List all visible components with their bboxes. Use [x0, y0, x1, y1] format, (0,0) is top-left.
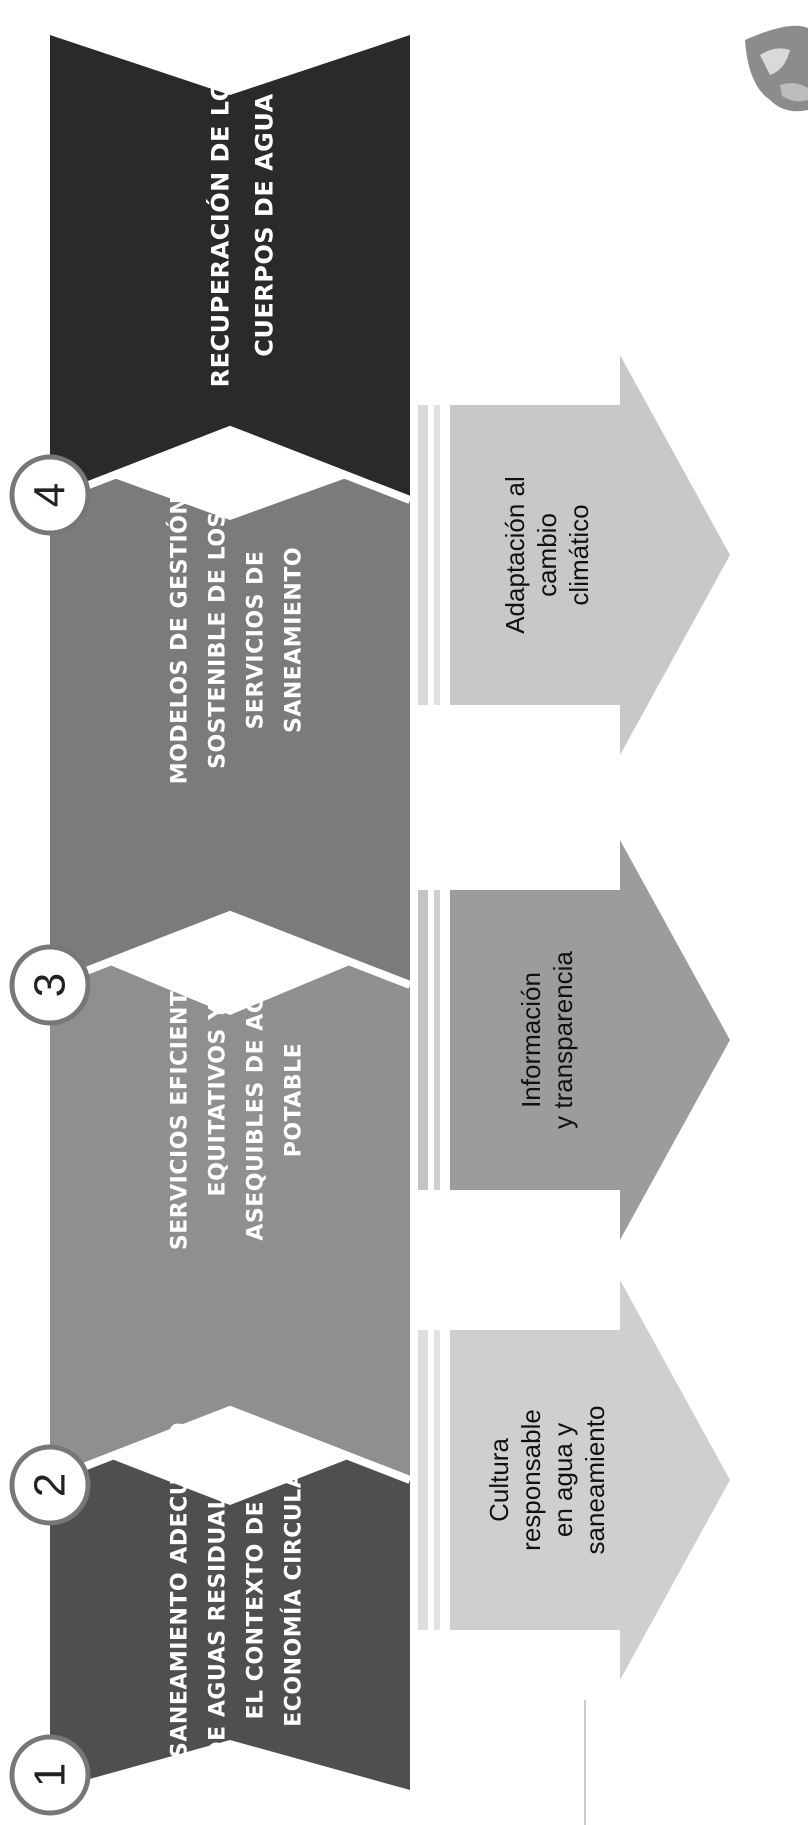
pillar-2-label: Informacióny transparencia — [516, 951, 578, 1129]
stage-number-4: 4 — [9, 454, 91, 536]
text-line: EL CONTEXTO DE LA — [243, 1461, 268, 1720]
text-line: SOSTENIBLE DE LOS — [205, 511, 230, 769]
stage-number-3: 3 — [9, 944, 91, 1026]
text-line: ASEQUIBLES DE AGUA — [243, 959, 268, 1240]
chevron-separator — [48, 1405, 412, 1484]
svg-text:2: 2 — [26, 1473, 75, 1497]
stage-2-label: SERVICIOS EFICIENTES, EQUITATIVOS Y ASEQUI… — [167, 950, 306, 1250]
text-line: CUERPOS DE AGUA — [250, 93, 278, 356]
stage-3-label: MODELOS DE GESTIÓN SOSTENIBLE DE LOS SERVI… — [166, 496, 306, 785]
text-line: ECONOMÍA CIRCULAR — [280, 1453, 306, 1727]
chevron-stage-4 — [50, 35, 410, 500]
text-line: SERVICIOS DE — [243, 551, 268, 730]
svg-text:4: 4 — [26, 483, 75, 507]
text-line: MODELOS DE GESTIÓN — [166, 496, 192, 785]
svg-text:3: 3 — [26, 973, 75, 997]
text-line: SERVICIOS EFICIENTES, — [167, 950, 192, 1250]
chevron-separator — [48, 425, 412, 504]
pillar-1-label: Culturaresponsableen agua ysaneamiento — [484, 1406, 610, 1555]
text-line: EQUITATIVOS Y — [205, 1003, 230, 1196]
stage-number-2: 2 — [9, 1444, 91, 1526]
chevron-separator — [48, 910, 412, 989]
text-line: y transparencia — [548, 951, 578, 1129]
text-line: Adaptación al — [500, 476, 530, 634]
text-line: climático — [564, 504, 594, 605]
text-line: POTABLE — [281, 1043, 306, 1157]
text-line: Cultura — [484, 1438, 514, 1522]
svg-text:1: 1 — [26, 1763, 75, 1787]
text-line: cambio — [532, 513, 562, 597]
text-line: DE AGUAS RESIDUALES EN — [205, 1420, 230, 1759]
globe-logo-fragment — [745, 25, 808, 112]
stage-number-1: 1 — [9, 1734, 91, 1816]
stage-1-label: SANEAMIENTO ADECUADO DE AGUAS RESIDUALES … — [167, 1420, 306, 1759]
text-line: RECUPERACIÓN DE LOS — [204, 63, 234, 388]
text-line: en agua y — [548, 1423, 578, 1537]
text-line: responsable — [516, 1409, 546, 1551]
chevron-stage-2 — [50, 940, 410, 1480]
pillar-arrow-3 — [418, 355, 730, 755]
pillar-arrow-2 — [418, 840, 730, 1240]
stage-4-label: RECUPERACIÓN DE LOS CUERPOS DE AGUA — [204, 63, 278, 388]
text-line: saneamiento — [580, 1406, 610, 1555]
text-line: Información — [516, 972, 546, 1108]
pillar-3-label: Adaptación alcambioclimático — [500, 476, 594, 634]
chevron-stage-1 — [50, 1435, 410, 1790]
chevron-stage-3 — [50, 455, 410, 985]
text-line: SANEAMIENTO ADECUADO — [167, 1422, 192, 1758]
text-line: SANEAMIENTO — [281, 547, 306, 733]
pillar-arrow-1 — [418, 1280, 730, 1680]
chevron-group — [48, 35, 412, 1790]
